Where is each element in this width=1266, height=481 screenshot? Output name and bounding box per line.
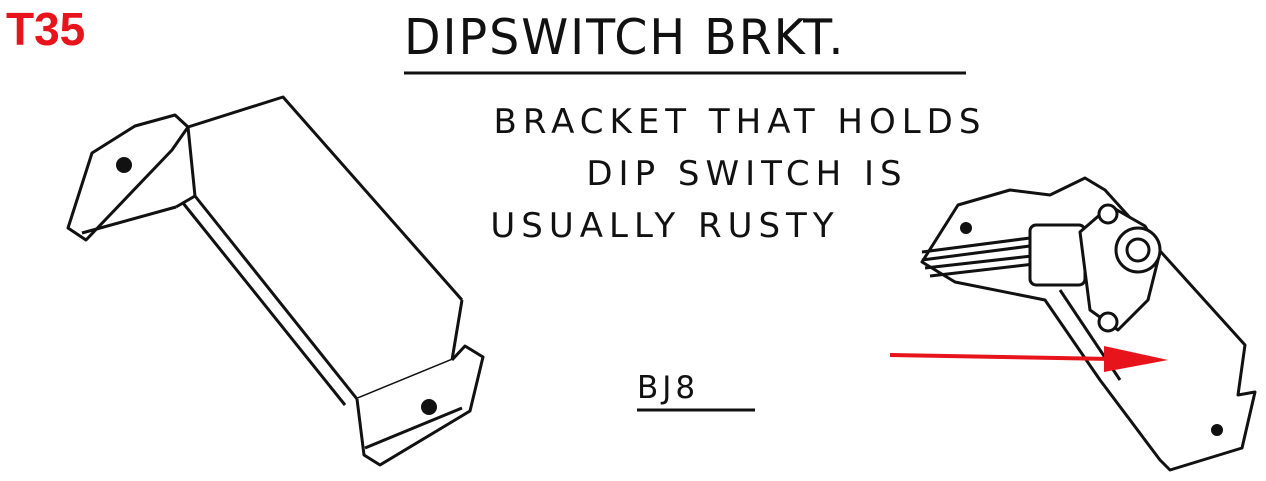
part-number-label: BJ8 — [637, 370, 700, 406]
rust-indicator-arrow — [889, 346, 1168, 372]
mounting-hole-bottom — [421, 399, 437, 415]
diagram-title: DIPSWITCH BRKT. — [404, 9, 846, 66]
bracket-drawing — [66, 95, 485, 467]
description-line-1: BRACKET THAT HOLDS — [493, 102, 987, 142]
installed-switch-drawing — [920, 176, 1257, 472]
description-line-3: USUALLY RUSTY — [490, 206, 840, 246]
description-block: BRACKET THAT HOLDS DIP SWITCH IS USUALLY… — [420, 96, 1060, 252]
description-line-2: DIP SWITCH IS — [586, 154, 908, 194]
part-code-label: T35 — [6, 3, 86, 55]
mounting-hole-top — [116, 157, 132, 173]
